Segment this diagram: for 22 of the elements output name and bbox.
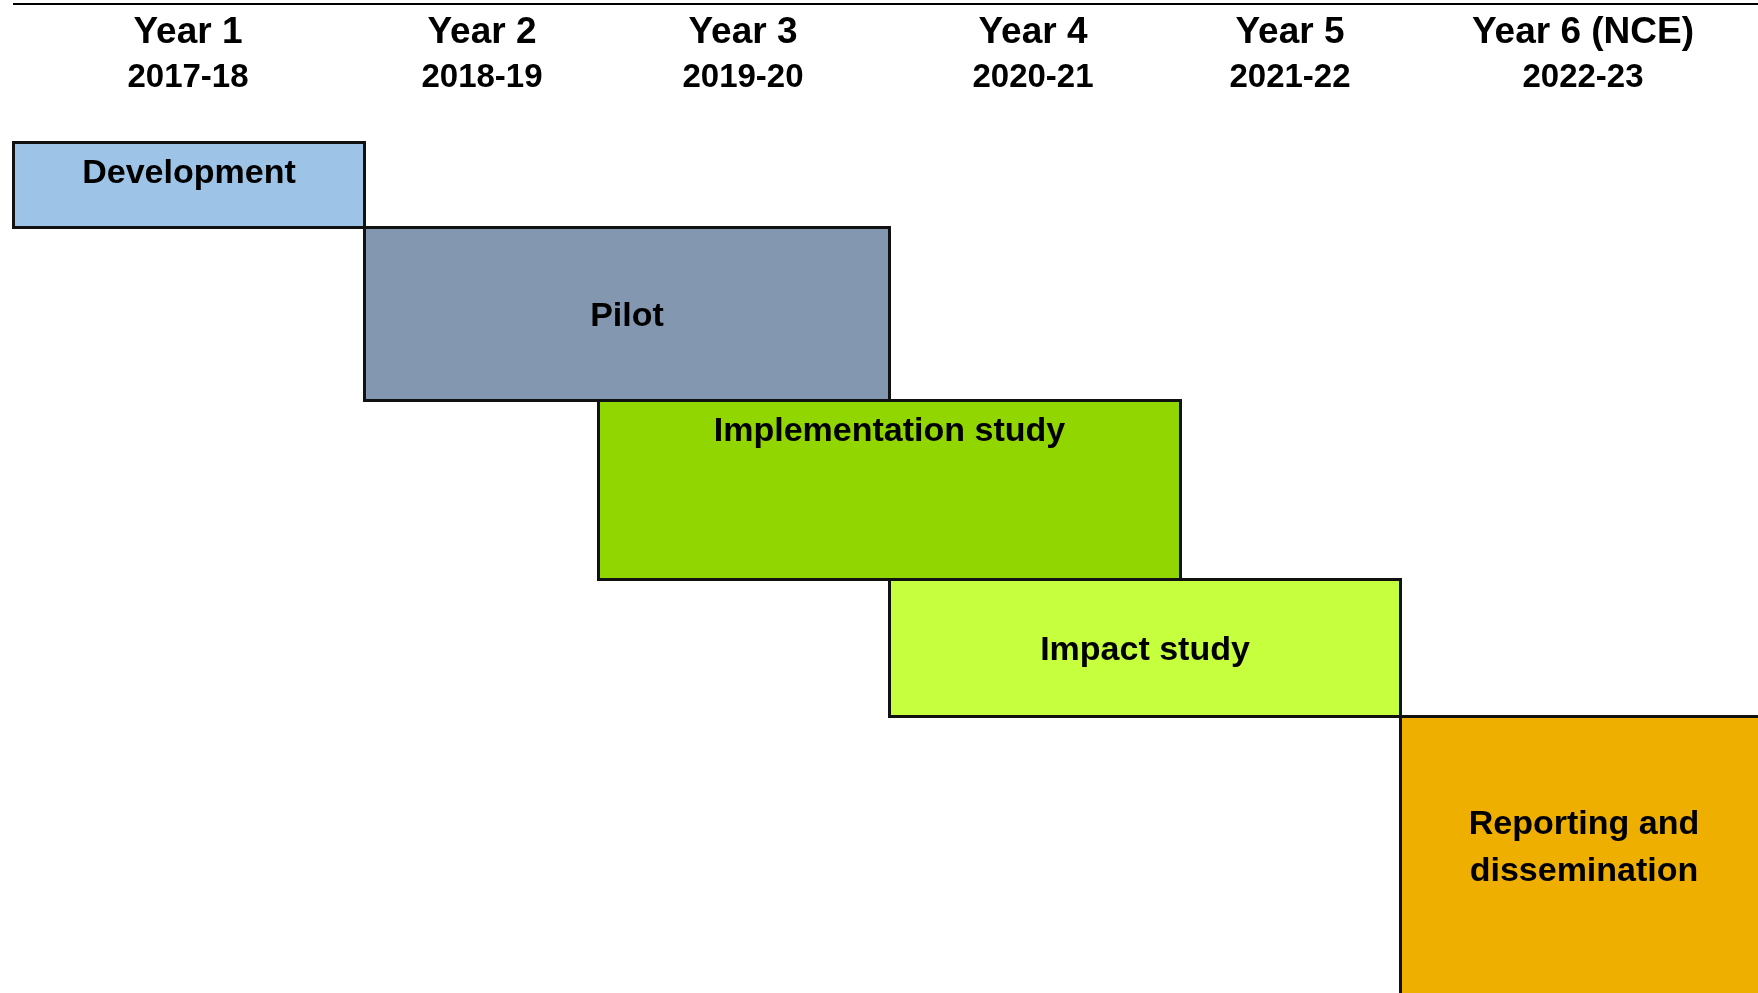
phase-bar — [1399, 715, 1758, 993]
phase-label: Pilot — [590, 293, 664, 335]
phase-bar — [597, 399, 1182, 581]
phase-bar — [888, 578, 1402, 718]
phase-label: Reporting and dissemination — [1467, 802, 1701, 890]
phase-label: Impact study — [1040, 627, 1250, 669]
year-dates: 2019-20 — [682, 56, 804, 96]
phase-bar — [363, 226, 891, 402]
phase-label: Development — [82, 151, 296, 192]
year-dates: 2021-22 — [1229, 56, 1351, 96]
year-dates: 2022-23 — [1522, 56, 1644, 96]
year-heading: Year 1 — [133, 9, 243, 53]
year-heading: Year 4 — [978, 9, 1088, 53]
year-heading: Year 6 (NCE) — [1471, 9, 1695, 53]
year-dates: 2020-21 — [972, 56, 1094, 96]
year-heading: Year 2 — [427, 9, 537, 53]
year-heading: Year 3 — [688, 9, 798, 53]
year-heading: Year 5 — [1235, 9, 1345, 53]
phase-label: Implementation study — [713, 409, 1066, 450]
year-dates: 2018-19 — [421, 56, 543, 96]
phase-bar — [12, 141, 366, 229]
year-dates: 2017-18 — [127, 56, 249, 96]
